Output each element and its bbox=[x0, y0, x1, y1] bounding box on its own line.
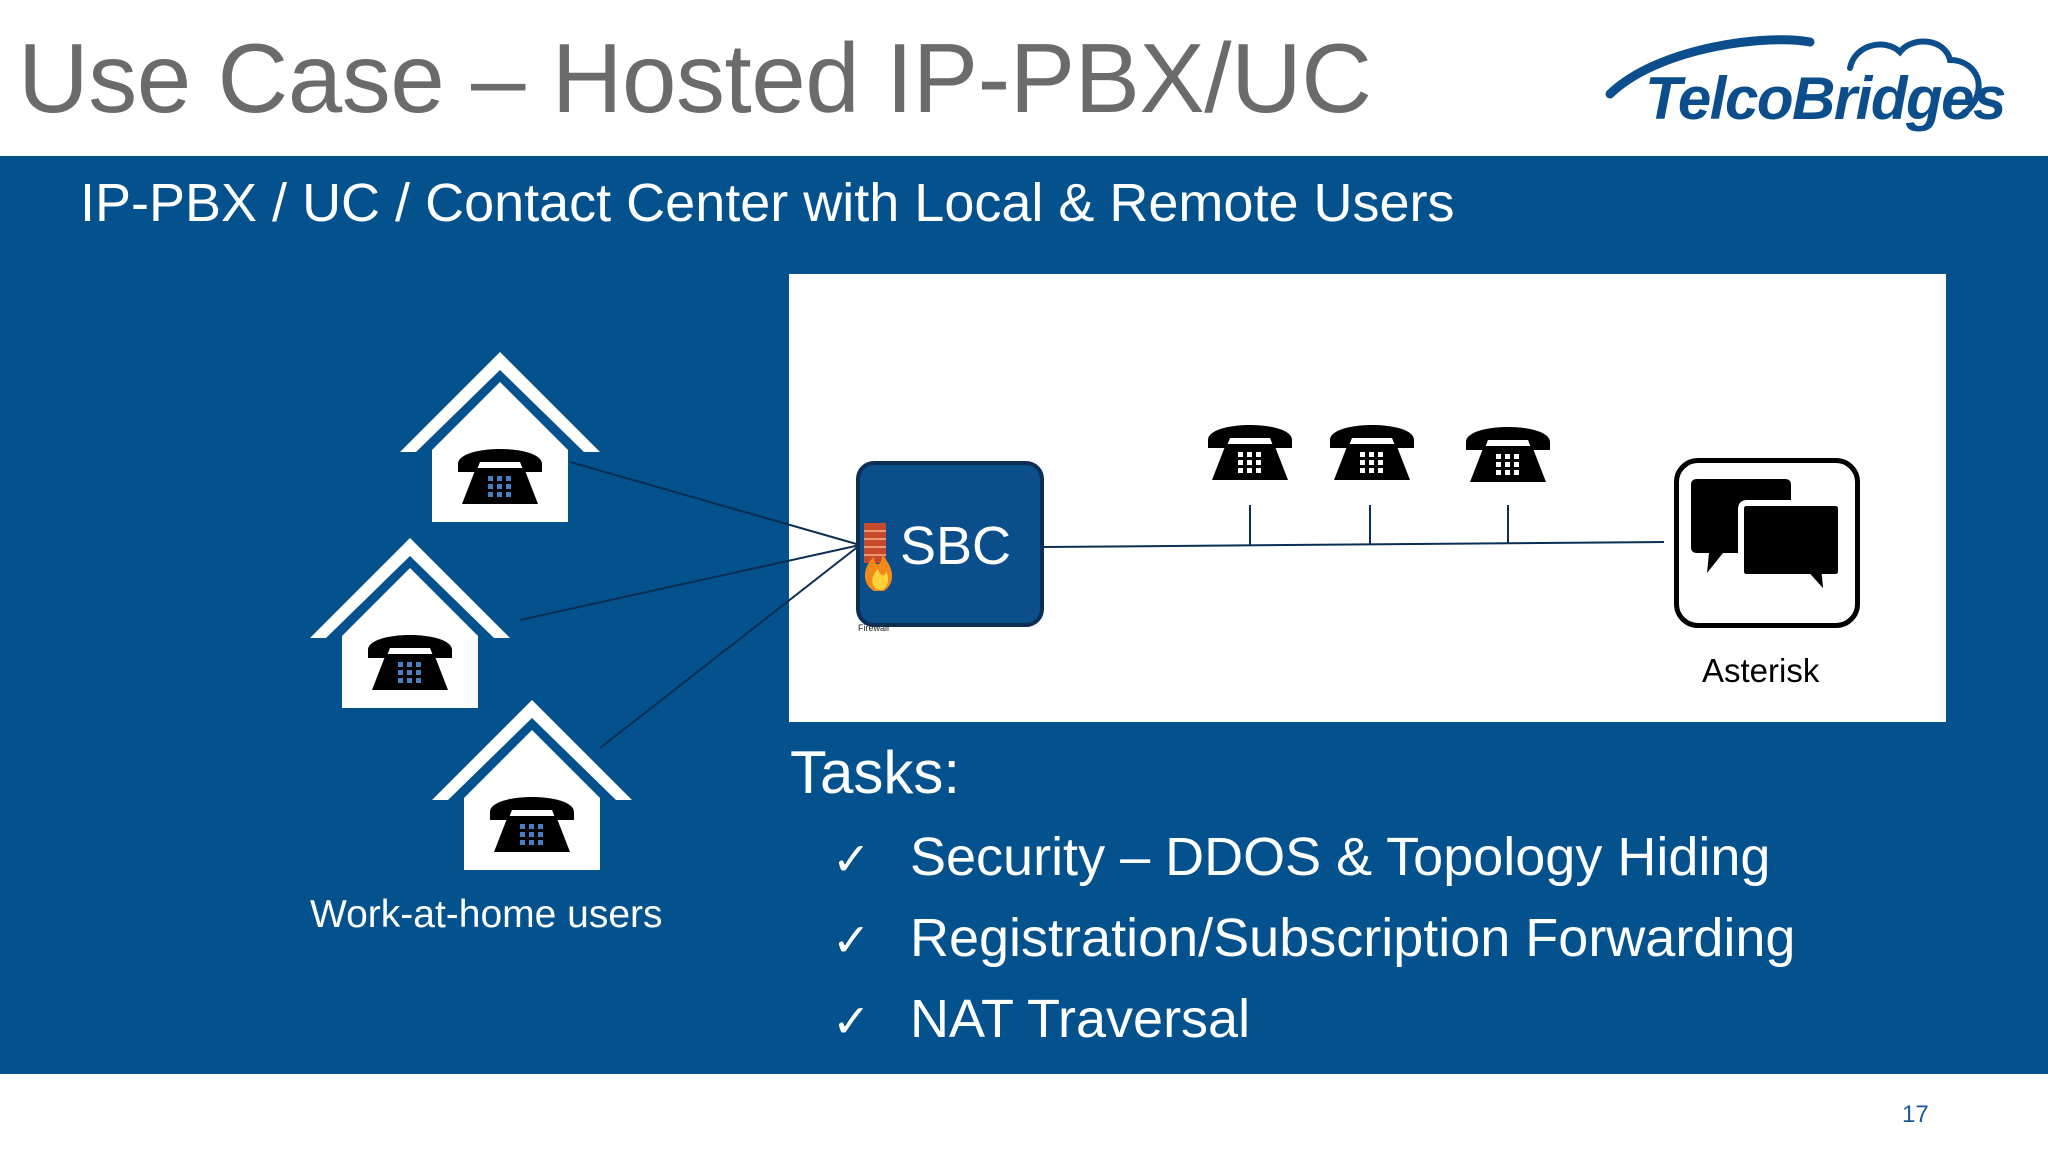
slide-subtitle: IP-PBX / UC / Contact Center with Local … bbox=[80, 173, 1455, 233]
firewall-icon bbox=[864, 523, 893, 591]
house-phone-icon bbox=[432, 700, 632, 870]
checkmark-icon: ✓ bbox=[832, 913, 871, 967]
speech-bubbles-icon bbox=[1691, 479, 1844, 606]
page-number: 17 bbox=[1902, 1101, 1929, 1128]
tasks-heading: Tasks: bbox=[790, 739, 961, 806]
firewall-label: Firewall bbox=[858, 623, 890, 633]
checkmark-icon: ✓ bbox=[832, 994, 871, 1048]
sbc-label: SBC bbox=[900, 516, 1012, 576]
asterisk-label: Asterisk bbox=[1702, 652, 1820, 689]
telcobridges-logo: TelcoBridges bbox=[1600, 26, 2006, 146]
asterisk-node bbox=[1674, 458, 1860, 628]
logo-arc-icon bbox=[1605, 35, 1982, 119]
sbc-node: SBC Firewall bbox=[856, 461, 1044, 633]
task-item: ✓ Registration/Subscription Forwarding bbox=[832, 907, 1795, 969]
logo-text: TelcoBridges bbox=[1645, 65, 2006, 132]
desk-phone-icon bbox=[1326, 414, 1418, 484]
slide-title: Use Case – Hosted IP-PBX/UC bbox=[18, 23, 1372, 133]
house-phone-icon bbox=[310, 538, 510, 708]
task-item: ✓ Security – DDOS & Topology Hiding bbox=[832, 826, 1770, 888]
work-at-home-label: Work-at-home users bbox=[310, 893, 663, 936]
task-text: Registration/Subscription Forwarding bbox=[910, 908, 1796, 968]
desk-phone-icon bbox=[1462, 416, 1554, 486]
task-item: ✓ NAT Traversal bbox=[832, 988, 1250, 1050]
task-text: NAT Traversal bbox=[910, 989, 1251, 1049]
house-phone-icon bbox=[400, 352, 600, 522]
checkmark-icon: ✓ bbox=[832, 832, 871, 886]
desk-phone-icon bbox=[1204, 414, 1296, 484]
task-text: Security – DDOS & Topology Hiding bbox=[910, 827, 1771, 887]
